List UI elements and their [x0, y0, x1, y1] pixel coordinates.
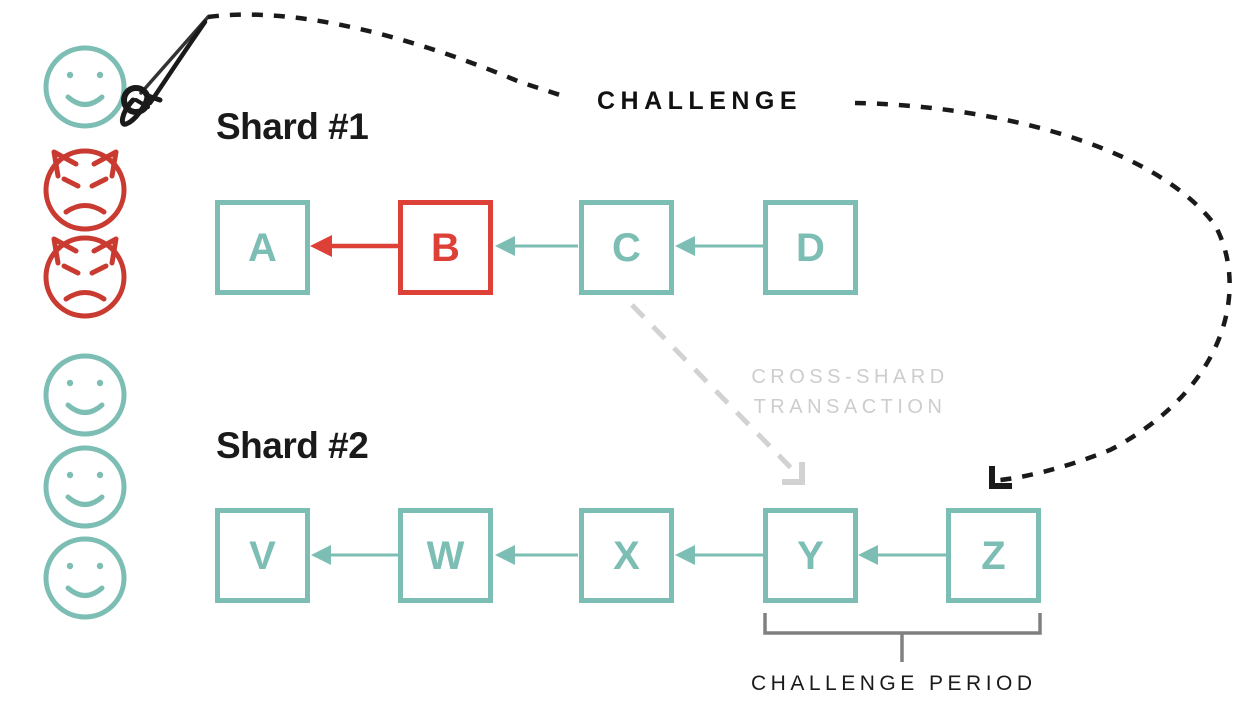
crossshard-transaction-label: CROSS-SHARD TRANSACTION — [700, 362, 1000, 422]
challenge-period-label: CHALLENGE PERIOD — [751, 672, 1037, 695]
block-x[interactable]: X — [579, 508, 674, 603]
shard1-link-d-to-c — [675, 236, 763, 256]
shard-2-title: Shard #2 — [216, 425, 369, 466]
block-y[interactable]: Y — [763, 508, 858, 603]
shard2-link-w-to-v — [311, 545, 398, 565]
crossshard-line-2: TRANSACTION — [753, 396, 947, 418]
shard2-link-z-to-y — [858, 545, 946, 565]
actor-happy-face-4 — [43, 536, 127, 620]
actor-happy-face-3 — [43, 445, 127, 529]
challenge-label: CHALLENGE — [585, 85, 815, 118]
block-v[interactable]: V — [215, 508, 310, 603]
challenge-period-bracket-icon — [763, 613, 1042, 662]
shard1-link-b-to-a — [310, 235, 398, 257]
shard-1-title: Shard #1 — [216, 106, 369, 147]
actor-happy-face-1 — [43, 45, 127, 129]
shard2-link-x-to-w — [495, 545, 578, 565]
shard1-link-c-to-b — [495, 236, 578, 256]
block-z[interactable]: Z — [946, 508, 1041, 603]
fishing-hook-icon — [119, 15, 210, 127]
shard2-link-y-to-x — [675, 545, 763, 565]
crossshard-line-1: CROSS-SHARD — [751, 366, 949, 388]
block-c[interactable]: C — [579, 200, 674, 295]
actor-angry-devil-face-1 — [43, 148, 127, 232]
actor-angry-devil-face-2 — [43, 235, 127, 319]
challenge-arrow-icon — [207, 12, 1232, 489]
block-a[interactable]: A — [215, 200, 310, 295]
crossshard-arrow-icon — [630, 303, 805, 485]
actor-happy-face-2 — [43, 353, 127, 437]
block-d[interactable]: D — [763, 200, 858, 295]
block-w[interactable]: W — [398, 508, 493, 603]
block-b[interactable]: B — [398, 200, 493, 295]
